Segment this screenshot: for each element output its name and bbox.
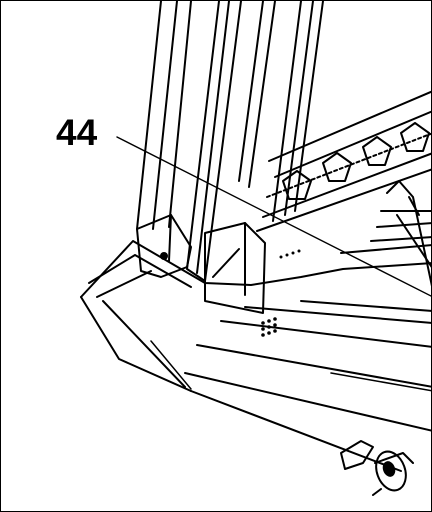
deck-rails — [184, 300, 431, 472]
vent-dots — [261, 249, 301, 337]
lift-bracket — [340, 180, 431, 287]
callout-leader-line — [116, 136, 431, 297]
rear-wheel — [340, 440, 414, 496]
motor-hood — [80, 222, 431, 392]
console-panel — [256, 1, 431, 232]
rear-upright — [186, 1, 276, 282]
callout-label: 44 — [56, 112, 98, 153]
front-upright — [136, 1, 192, 278]
